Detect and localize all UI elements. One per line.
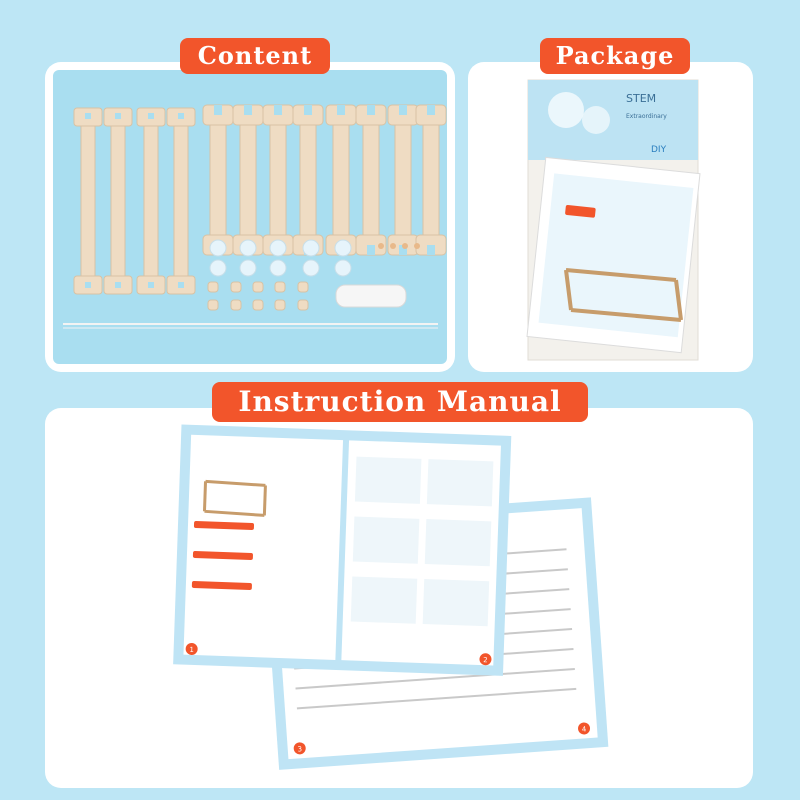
page-number-3: 3 [297,745,302,753]
kit-parts-illustration [63,104,447,329]
content-photo [53,70,447,364]
package-brand-text: STEM [626,92,656,105]
manual-frame-drawing [202,479,267,517]
page-number-2: 2 [483,656,488,664]
wooden-connectors [207,281,309,311]
package-line1-text: Extraordinary [626,113,667,120]
small-wooden-beads [378,243,420,249]
manual-section-label: Instruction Manual [212,382,588,422]
package-frame-drawing [564,268,683,322]
manual-illustration: 3 4 1 2 [173,424,609,770]
plastic-pulleys [209,239,352,277]
glue-tube [335,284,407,308]
package-card-tag [565,205,596,218]
package-line2-text: DIY [651,145,667,155]
manual-photo: 3 4 1 2 [53,416,745,780]
package-photo: STEM Extraordinary DIY [476,70,745,364]
long-wooden-sticks [73,107,196,295]
package-illustration: STEM Extraordinary DIY [526,79,701,361]
page-number-4: 4 [582,725,588,733]
content-section-label: Content [180,38,330,74]
manual-front-sheet: 1 2 [173,424,512,676]
page-number-1: 1 [189,646,194,654]
short-wooden-sticks [202,104,447,256]
package-section-label: Package [540,38,690,74]
